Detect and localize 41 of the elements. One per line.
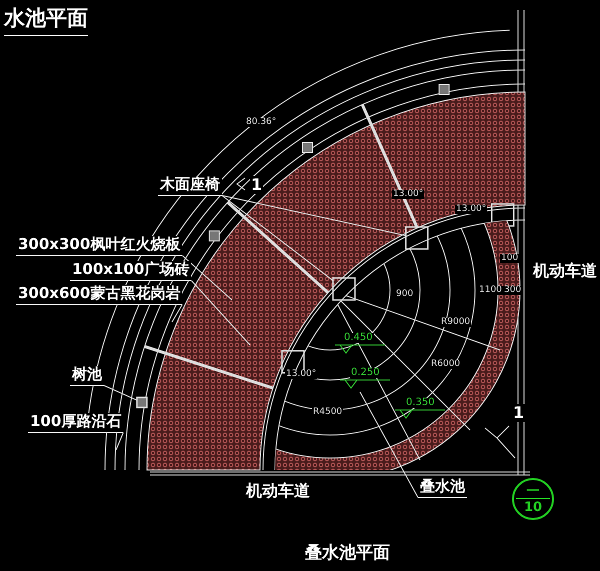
- elevation-text: 0.450: [343, 333, 374, 343]
- leader-line: [172, 304, 183, 322]
- elevation-text: 0.350: [405, 398, 436, 408]
- dimension-text: 13.00°: [392, 190, 424, 199]
- leader-line: [116, 432, 124, 450]
- sheet-number: 10: [516, 498, 550, 514]
- material-label: 100x100广场砖: [70, 261, 192, 281]
- material-label: 树池: [70, 366, 104, 386]
- material-label: 300x300枫叶红火烧板: [16, 236, 182, 256]
- dimension-text: R9000: [440, 318, 472, 327]
- leader-line: [104, 385, 138, 401]
- elevation-text: 0.250: [350, 368, 381, 378]
- bench: [405, 226, 429, 250]
- bench: [332, 277, 356, 301]
- material-label: 叠水池: [418, 478, 467, 498]
- dimension-text: 300: [503, 286, 522, 295]
- leader-line: [222, 195, 406, 236]
- section-number: 1: [512, 404, 526, 422]
- dimension-text: R6000: [430, 360, 462, 369]
- material-label: 木面座椅: [158, 176, 222, 196]
- leader-line: [222, 195, 334, 282]
- dimension-text: 13.00°: [455, 205, 488, 214]
- leader-line: [190, 280, 250, 346]
- title-text: 水池平面: [4, 8, 88, 36]
- road-label: 机动车道: [532, 262, 598, 280]
- dimension-text: 100: [500, 254, 520, 263]
- caption-text: 叠水池平面: [305, 545, 390, 562]
- detail-number: 一: [526, 484, 540, 498]
- material-label: 300x600蒙古黑花岗岩: [16, 285, 182, 305]
- tree-pit: [136, 396, 148, 408]
- dimension-text: 1100: [478, 286, 503, 295]
- detail-index-circle: [512, 478, 554, 520]
- section-number: 1: [250, 176, 264, 194]
- leader-line: [182, 255, 232, 300]
- dimension-text: 80.36°: [245, 118, 278, 127]
- dimension-text: 900: [395, 290, 414, 299]
- leader-line: [360, 392, 418, 498]
- dimension-text: 13.00°: [285, 370, 318, 379]
- road-label: 机动车道: [245, 482, 311, 500]
- material-label: 100厚路沿石: [28, 413, 124, 433]
- dimension-text: R4500: [312, 408, 344, 417]
